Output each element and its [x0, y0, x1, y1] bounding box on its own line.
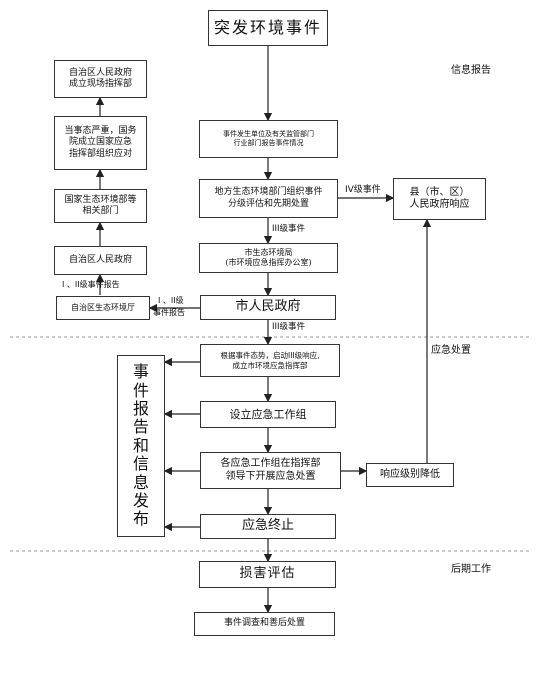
region-site-box: 自治区人民政府 成立现场指挥部	[54, 60, 147, 98]
label-level12-side-1: I 、II级	[158, 296, 184, 305]
label-level12-top: I 、II级事件报告	[62, 280, 120, 289]
section-label-info-report: 信息报告	[451, 65, 491, 76]
label-level3-a: III级事件	[272, 224, 306, 234]
end-box: 应急终止	[200, 514, 336, 539]
unit-report-box: 事件发生单位及有关监管部门 行业部门报告事件情况	[199, 120, 338, 158]
label-level12-side-2: 事件报告	[153, 308, 185, 317]
lower-level-box: 响应级别降低	[366, 463, 454, 487]
damage-box: 损害评估	[199, 561, 336, 588]
groups-work-box: 各应急工作组在指挥部 领导下开展应急处置	[200, 452, 341, 489]
region-gov-box: 自治区人民政府	[54, 246, 147, 275]
start-response-box: 根据事件态势，启动III级响应, 成立市环境应急指挥部	[200, 344, 340, 377]
national-eco-box: 国家生态环境部等 相关部门	[54, 189, 147, 223]
local-eco-box: 地方生态环境部门组织事件 分级评估和先期处置	[199, 179, 338, 218]
setup-group-box: 设立应急工作组	[200, 401, 336, 428]
state-council-box: 当事态严重，国务 院成立国家应急 指挥部组织应对	[54, 116, 147, 170]
label-level3-b: III级事件	[272, 322, 306, 332]
county-gov-box: 县（市、区） 人民政府响应	[393, 178, 486, 220]
investigation-box: 事件调查和善后处置	[194, 612, 335, 636]
title-box: 突发环境事件	[208, 10, 328, 46]
section-label-post-work: 后期工作	[451, 564, 491, 575]
city-gov-box: 市人民政府	[200, 295, 336, 320]
city-eco-box: 市生态环境局 (市环境应急指挥办公室)	[199, 243, 338, 273]
publish-box-text: 事件报告和信息发布	[132, 362, 149, 529]
label-level4: IV级事件	[345, 185, 381, 195]
section-label-emergency: 应急处置	[431, 345, 471, 356]
region-eco-box: 自治区生态环境厅	[56, 296, 150, 320]
publish-box: 事件报告和信息发布	[117, 355, 165, 537]
